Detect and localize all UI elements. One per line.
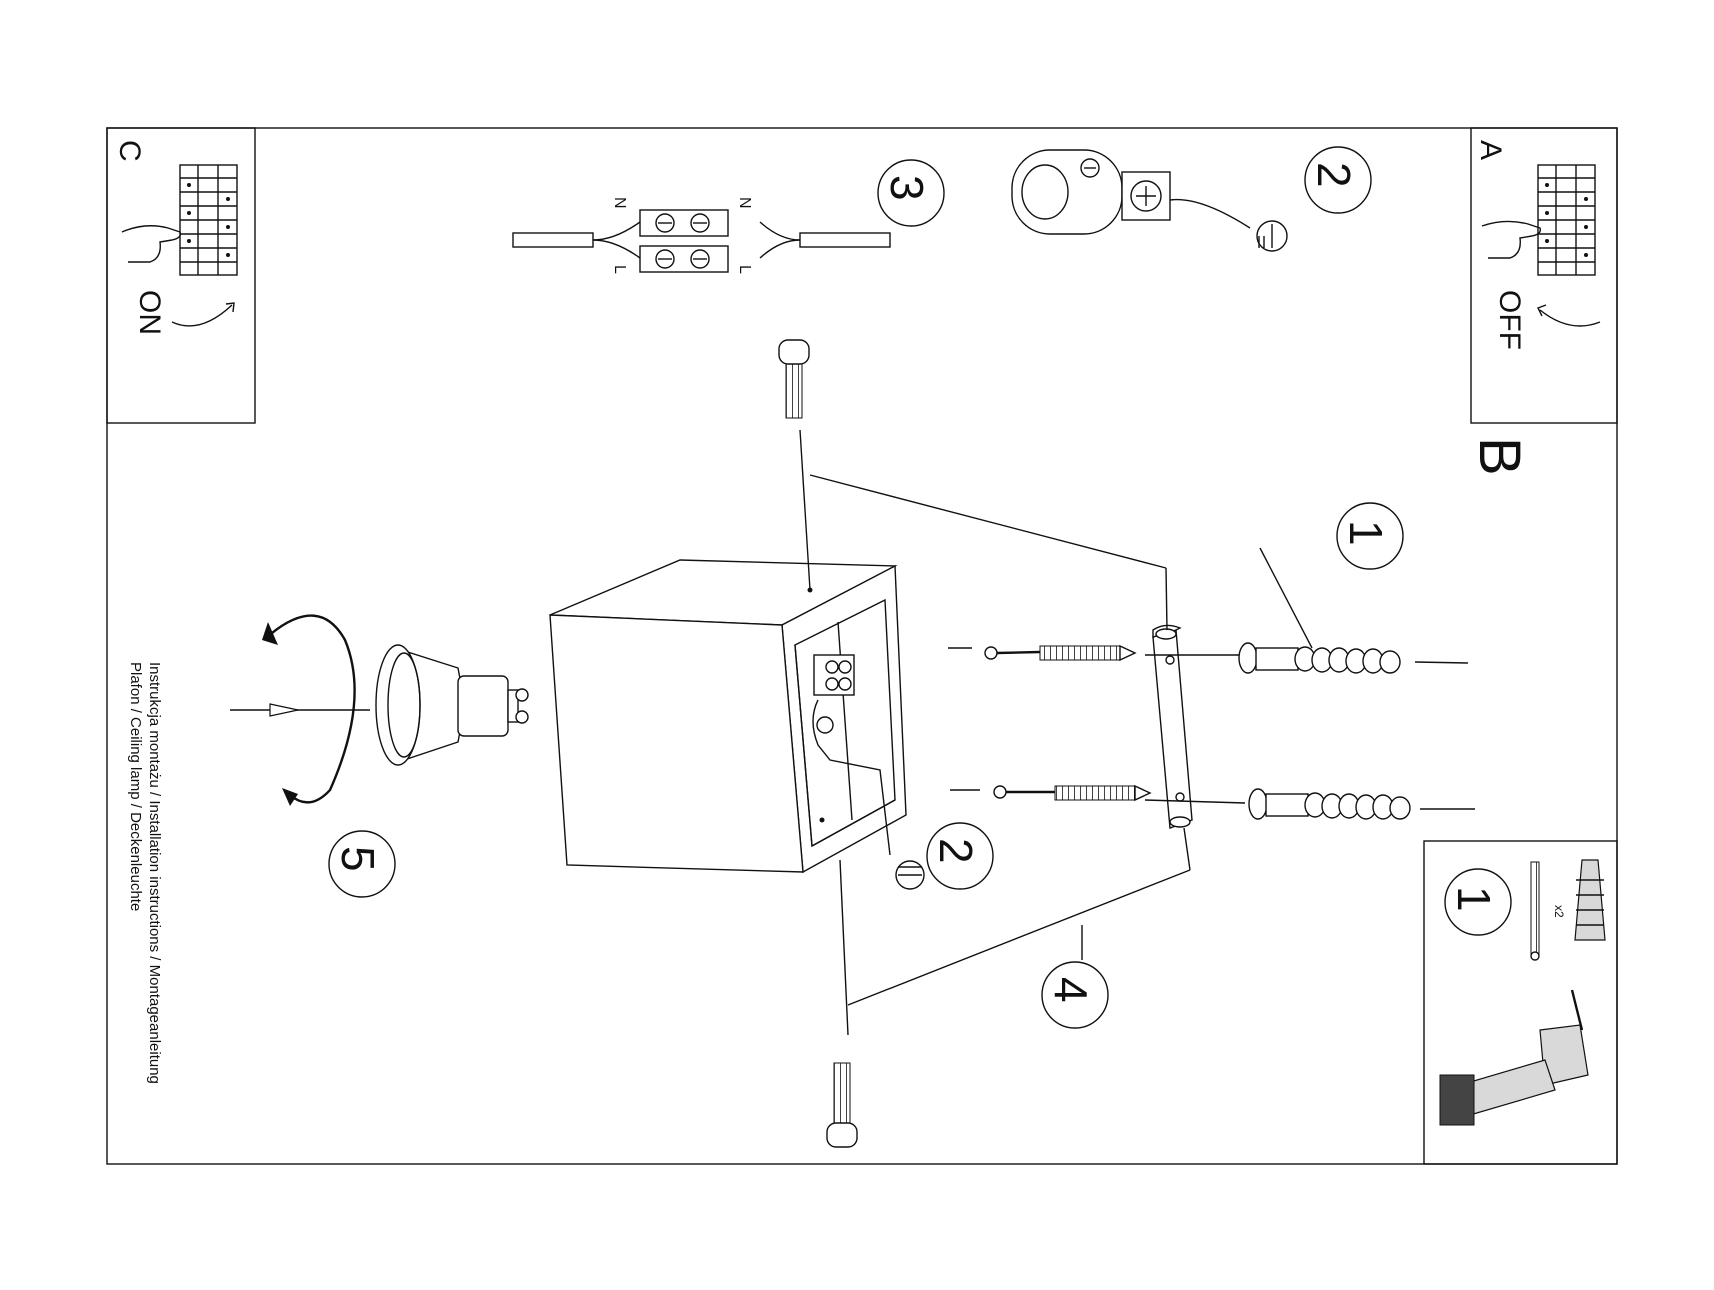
machine-screw-top <box>778 339 810 419</box>
panel-c-state: ON <box>133 290 166 335</box>
gu10-bulb <box>375 644 529 766</box>
step-5-marker: 5 <box>328 830 396 898</box>
connector-n-right: N <box>736 197 753 209</box>
step-2-mid-marker: 2 <box>926 822 994 890</box>
wood-screw-upper <box>984 644 1137 662</box>
wall-plug-tool-icon <box>1574 859 1606 941</box>
svg-text:2: 2 <box>930 838 982 864</box>
svg-text:5: 5 <box>332 846 384 872</box>
lamp-housing <box>549 559 907 874</box>
machine-screw-bottom <box>826 1062 858 1148</box>
svg-text:1: 1 <box>1340 520 1392 546</box>
mounting-bracket <box>1152 624 1193 829</box>
step-1-marker: 1 <box>1336 502 1404 570</box>
wood-screw-lower <box>993 784 1152 802</box>
step-3-marker: 3 <box>877 159 945 227</box>
connector-n-left: N <box>611 197 628 209</box>
panel-a <box>1470 127 1618 424</box>
step-2-top-marker: 2 <box>1304 146 1372 214</box>
rotate-arrow-icon <box>271 614 356 804</box>
page-frame <box>106 127 1618 1165</box>
panel-tools <box>1423 840 1618 1165</box>
hand-icon <box>121 225 182 263</box>
insert-arrow-icon <box>269 703 299 717</box>
tools-quantity: x2 <box>1552 905 1566 918</box>
step-4-marker: 4 <box>1041 961 1109 1029</box>
ground-symbol-icon <box>895 860 925 890</box>
panel-c <box>106 127 256 424</box>
hand-icon <box>1481 220 1542 259</box>
svg-text:3: 3 <box>881 175 933 201</box>
earth-terminal-diagram <box>1011 149 1251 235</box>
wall-plug-lower <box>1248 788 1411 820</box>
terminal-block-diagram <box>512 209 891 273</box>
panel-a-state: OFF <box>1493 290 1526 350</box>
panel-b-letter: B <box>1467 437 1532 476</box>
curved-arrow-icon <box>171 302 235 327</box>
guide-lines <box>230 429 1475 1036</box>
rotate-arrowhead-icon <box>262 622 278 645</box>
curved-arrow-icon <box>1537 304 1601 327</box>
svg-text:2: 2 <box>1308 162 1360 188</box>
drill-icon <box>1439 989 1589 1126</box>
rotate-arrowhead-icon <box>282 788 298 806</box>
panel-c-letter: C <box>113 140 146 162</box>
caption-line-2: Plafon / Ceiling lamp / Deckenleuchte <box>127 662 144 911</box>
connector-l-right: L <box>736 265 753 274</box>
panel-a-letter: A <box>1474 140 1507 160</box>
tools-step-marker: 1 <box>1444 868 1512 936</box>
connector-l-left: L <box>611 265 628 274</box>
screw-tool-icon <box>1530 861 1540 961</box>
ground-symbol-icon <box>1256 220 1288 252</box>
caption-line-1: Instrukcja montażu / Installation instru… <box>146 662 163 1084</box>
wall-plug-upper <box>1238 642 1401 674</box>
breaker-block-icon <box>1537 164 1596 276</box>
breaker-block-icon <box>179 164 238 276</box>
svg-text:1: 1 <box>1448 886 1500 912</box>
svg-text:4: 4 <box>1045 977 1097 1003</box>
